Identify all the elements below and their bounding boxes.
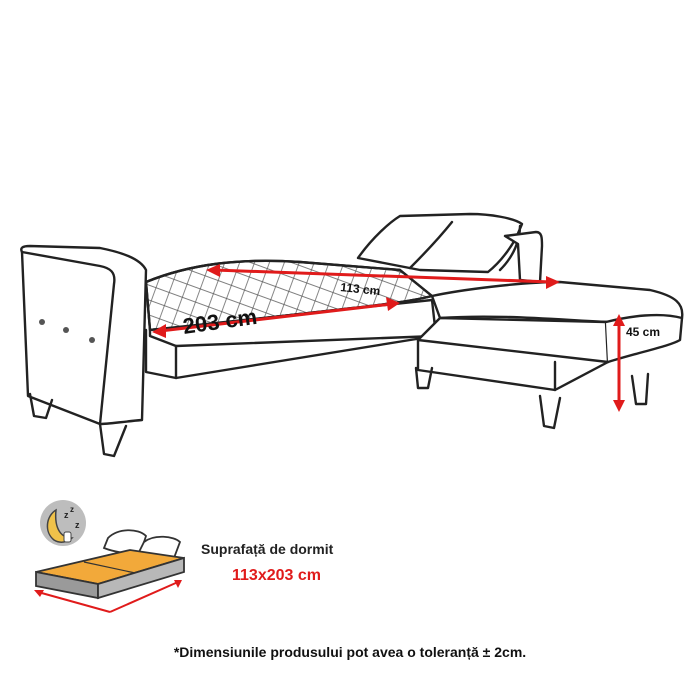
svg-text:z: z [75, 520, 80, 530]
sofa-bed-drawing: 203 cm 113 cm 45 cm [20, 212, 684, 458]
bed-icon: z z z [34, 500, 185, 613]
sleeping-area-label: Suprafață de dormit [201, 541, 334, 557]
height-dimension-label: 45 cm [626, 325, 660, 339]
width-dimension-label: 113 cm [340, 280, 381, 298]
tolerance-disclaimer: *Dimensiunile produsului pot avea o tole… [173, 644, 527, 660]
svg-text:z: z [70, 505, 74, 514]
svg-text:z: z [64, 510, 69, 520]
moon-sleep-icon: z z z [40, 500, 86, 546]
sleeping-area-size: 113x203 cm [232, 567, 321, 584]
